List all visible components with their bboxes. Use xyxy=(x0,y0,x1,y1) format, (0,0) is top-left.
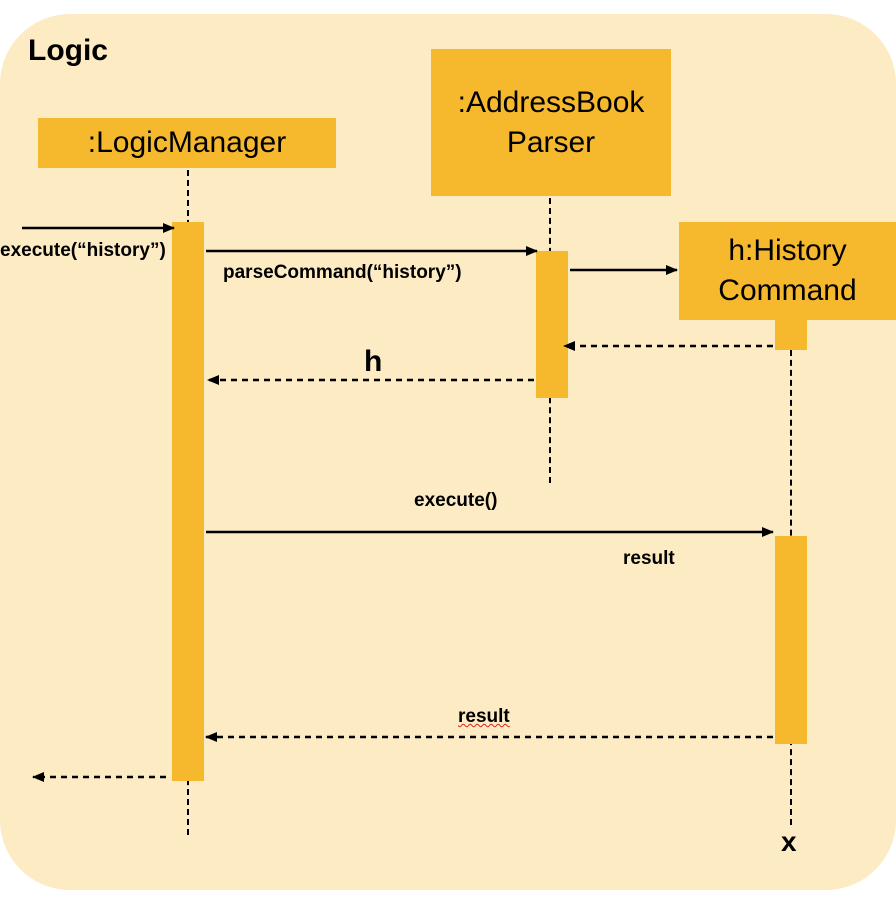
result-self-label: result xyxy=(623,548,675,569)
address-book-parser-label-line2: Parser xyxy=(506,125,596,159)
history-command-label-line2: Command xyxy=(718,274,857,307)
history-command-box: h:History Command xyxy=(679,222,896,320)
parse-command-label: parseCommand(“history”) xyxy=(223,262,462,283)
logic-manager-box: :LogicManager xyxy=(38,118,336,168)
execute-label: execute() xyxy=(414,490,498,511)
frame-title: Logic xyxy=(28,34,108,67)
history-command-label-line1: h:History xyxy=(728,234,847,267)
logic-manager-activation xyxy=(172,222,204,781)
history-command-execute-activation xyxy=(775,536,807,744)
destroy-mark: x xyxy=(781,826,797,857)
result-return-text: result xyxy=(458,706,510,727)
execute-history-label: execute(“history”) xyxy=(0,240,166,261)
logic-manager-label: :LogicManager xyxy=(87,126,287,159)
parser-activation xyxy=(536,251,568,398)
address-book-parser-label-line1: :AddressBook xyxy=(457,85,645,119)
return-h-label: h xyxy=(364,345,383,378)
history-command-creation-activation xyxy=(775,318,807,350)
address-book-parser-box: :AddressBook Parser xyxy=(431,49,671,196)
result-return-label: result xyxy=(458,706,510,728)
